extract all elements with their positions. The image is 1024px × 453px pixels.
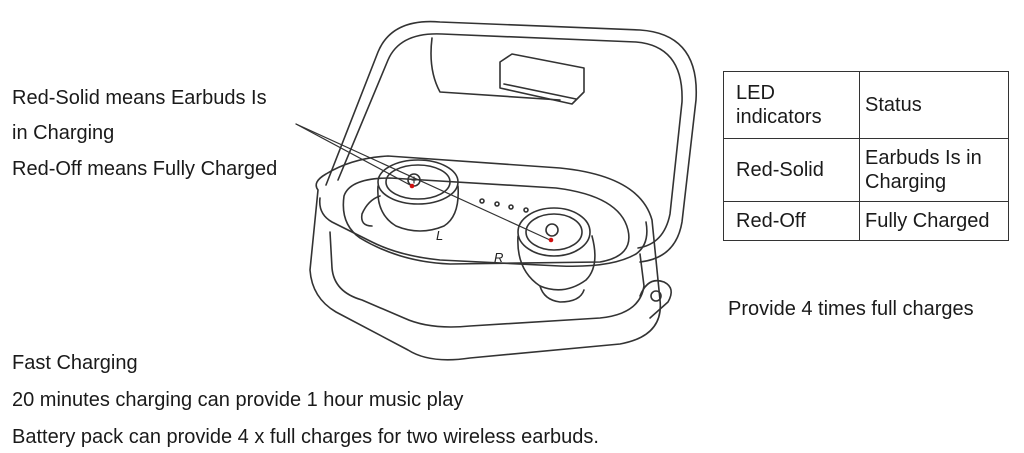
left-earbud-body	[377, 185, 460, 232]
left-earbud-led	[409, 183, 415, 189]
annotation-red-solid: Red-Solid means Earbuds Is	[12, 87, 267, 109]
case-lid-inner-curve	[430, 37, 561, 101]
case-base-outer	[309, 155, 662, 361]
case-lid-inner	[337, 33, 683, 249]
header-led-indicators: LED indicators	[723, 71, 860, 139]
fast-charging-line2: Battery pack can provide 4 x full charge…	[12, 426, 599, 448]
status-cell: Earbuds Is in Charging	[859, 138, 1009, 202]
table-header-row: LED indicators Status	[723, 71, 1009, 139]
led-status-table: LED indicators Status Red-Solid Earbuds …	[723, 71, 1009, 241]
case-lid-outer	[325, 20, 697, 263]
provide-charges-note: Provide 4 times full charges	[728, 298, 974, 320]
table-row: Red-Off Fully Charged	[723, 201, 1009, 241]
indicator-cell: Red-Solid	[723, 138, 860, 202]
table-row: Red-Solid Earbuds Is in Charging	[723, 138, 1009, 202]
fast-charging-title: Fast Charging	[12, 352, 138, 374]
indicator-cell: Red-Off	[723, 201, 860, 241]
right-earbud-body	[517, 235, 596, 291]
left-earbud-face	[377, 159, 459, 205]
case-tray	[342, 177, 630, 265]
annotation-in-charging: in Charging	[12, 122, 115, 144]
right-slot-label: R	[494, 250, 503, 265]
left-slot-label: L	[436, 228, 443, 243]
annotation-red-off: Red-Off means Fully Charged	[12, 158, 278, 180]
case-lid-latch	[499, 53, 585, 105]
status-cell: Fully Charged	[859, 201, 1009, 241]
right-earbud-face	[517, 207, 591, 257]
case-lanyard-loop	[639, 279, 672, 319]
pointer-line-right-bud	[295, 123, 551, 241]
fast-charging-line1: 20 minutes charging can provide 1 hour m…	[12, 389, 464, 411]
case-base-rim	[329, 231, 645, 328]
header-status: Status	[859, 71, 1009, 139]
right-earbud-led	[548, 237, 554, 243]
pointer-line-left-bud	[295, 123, 413, 187]
case-base-top-edge	[318, 197, 648, 268]
